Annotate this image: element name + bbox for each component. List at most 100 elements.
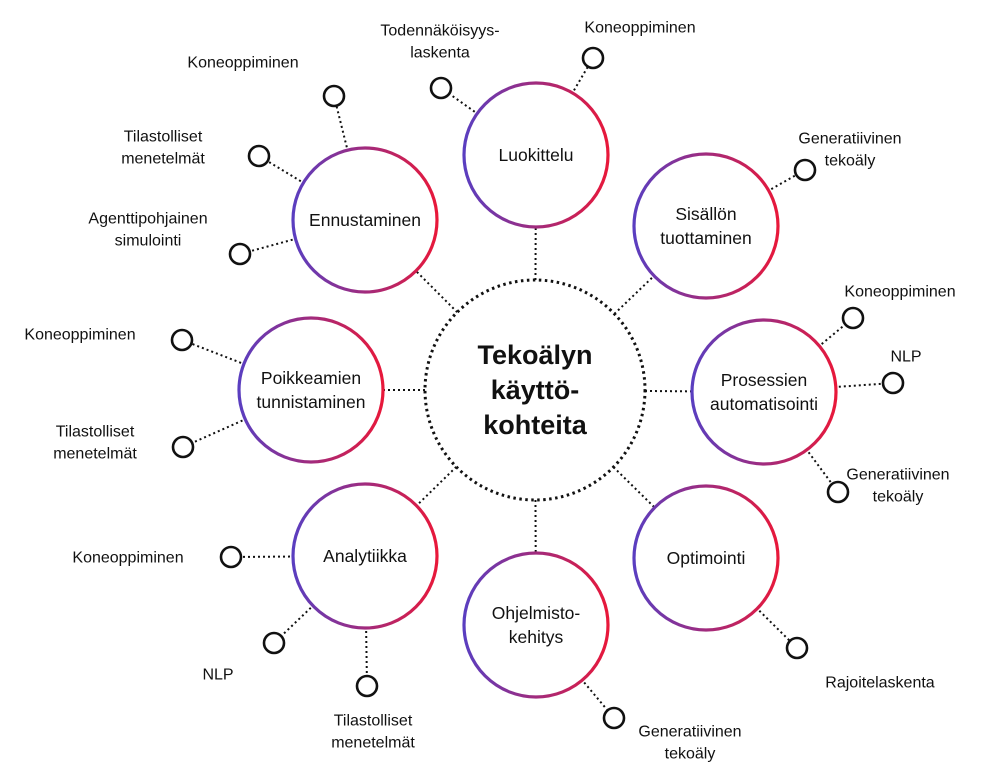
leaf-label-line: Agenttipohjainen	[88, 211, 207, 228]
leaf-label: Koneoppiminen	[844, 284, 955, 301]
leaf-label-line: tekoäly	[825, 153, 876, 170]
leaf-node-circle	[581, 46, 605, 70]
leaf-label-line: Generatiivinen	[798, 131, 901, 148]
leaf-label: Generatiivinen tekoäly	[846, 467, 949, 506]
leaf-label-line: NLP	[890, 349, 921, 366]
leaf-node-circle	[170, 328, 194, 352]
leaf-node-circle	[785, 636, 809, 660]
topic-circle	[291, 482, 439, 630]
topic-label: Analytiikka	[323, 546, 407, 566]
leaf-label-line: Tilastolliset	[56, 424, 135, 441]
topic-sisallon-tuottaminen: Sisällön tuottaminen	[632, 152, 780, 300]
topic-label: Ohjelmisto-kehitys	[492, 603, 581, 647]
topic-circle	[632, 152, 780, 300]
leaf-label-line: Koneoppiminen	[24, 327, 135, 344]
topic-label-line: Poikkeamien	[261, 368, 361, 388]
central-title-line: Tekoälyn	[477, 340, 592, 370]
topic-label: Optimointi	[667, 548, 746, 568]
topic-label-line: Optimointi	[667, 548, 746, 568]
topic-circle	[291, 146, 439, 294]
leaf-label-line: simulointi	[115, 233, 182, 250]
leaf-label-line: Koneoppiminen	[72, 550, 183, 567]
leaf-node-circle	[826, 480, 850, 504]
topic-label-line: Ennustaminen	[309, 210, 421, 230]
leaf-node-circle	[881, 371, 905, 395]
central-title: Tekoälyn käyttö-kohteita	[477, 340, 592, 440]
leaf-node-circle	[219, 545, 243, 569]
leaf-connector	[763, 317, 854, 393]
leaf-label-line: Generatiivinen	[638, 724, 741, 741]
leaf-label: Koneoppiminen	[72, 550, 183, 567]
topic-label-line: automatisointi	[710, 394, 818, 414]
topic-optimointi: Optimointi	[632, 484, 780, 632]
leaf-node-circle	[355, 674, 379, 698]
leaf-label-line: tekoäly	[873, 489, 924, 506]
leaf-label-line: laskenta	[410, 45, 470, 62]
leaf-label-line: tekoäly	[665, 746, 716, 763]
topic-label: Poikkeamien tunnistaminen	[257, 368, 366, 412]
leaf-label: NLP	[890, 349, 921, 366]
leaf-node-circle	[228, 242, 252, 266]
leaf-label: Tilastolliset menetelmät	[121, 129, 205, 168]
leaf-label-line: menetelmät	[121, 151, 205, 168]
leaf-label-line: menetelmät	[331, 735, 415, 752]
leaf-node-circle	[793, 158, 817, 182]
topic-label: Sisällön tuottaminen	[660, 204, 751, 248]
leaf-label: Rajoitelaskenta	[825, 675, 935, 692]
leaf-label-line: Tilastolliset	[124, 129, 203, 146]
leaf-label: Agenttipohjainen simulointi	[88, 211, 207, 250]
leaf-label-line: NLP	[202, 667, 233, 684]
leaf-connector	[440, 87, 537, 156]
topic-ohjelmistokehitys: Ohjelmisto-kehitys	[462, 551, 610, 699]
leaf-label-line: Generatiivinen	[846, 467, 949, 484]
leaf-label-line: Todennäköisyys-	[380, 23, 499, 40]
leaf-label-line: Koneoppiminen	[844, 284, 955, 301]
topic-label-line: tunnistaminen	[257, 392, 366, 412]
leaf-label: NLP	[202, 667, 233, 684]
leaf-connector	[230, 555, 366, 558]
topic-circle	[690, 318, 838, 466]
topic-luokittelu: Luokittelu	[462, 81, 610, 229]
leaf-label: Koneoppiminen	[584, 20, 695, 37]
leaf-node-circle	[171, 435, 195, 459]
leaf-label: Tilastolliset menetelmät	[53, 424, 137, 463]
leaf-label-line: Koneoppiminen	[584, 20, 695, 37]
topic-label-line: Ohjelmisto-	[492, 603, 581, 623]
topic-circle	[632, 484, 780, 632]
topic-label-line: tuottaminen	[660, 228, 751, 248]
topic-label-line: Sisällön	[675, 204, 736, 224]
leaf-label-line: Koneoppiminen	[187, 55, 298, 72]
leaf-connector	[181, 339, 312, 391]
leaf-label: Tilastolliset menetelmät	[331, 713, 415, 752]
topic-analytiikka: Analytiikka	[291, 482, 439, 630]
leaf-node-circle	[429, 76, 453, 100]
topic-label: Luokittelu	[499, 145, 574, 165]
topic-poikkeamien-tunnistaminen: Poikkeamien tunnistaminen	[237, 316, 385, 464]
central-title-line: käyttö-	[491, 375, 580, 405]
leaf-node-circle	[841, 306, 865, 330]
central-title-line: kohteita	[483, 410, 588, 440]
leaf-label: Todennäköisyys-laskenta	[380, 23, 499, 62]
topic-label-line: Luokittelu	[499, 145, 574, 165]
leaf-node-circle	[602, 706, 626, 730]
topic-label-line: kehitys	[509, 627, 564, 647]
central-node: Tekoälyn käyttö-kohteita	[423, 278, 647, 502]
leaf-label: Generatiivinen tekoäly	[798, 131, 901, 170]
leaf-label-line: Rajoitelaskenta	[825, 675, 935, 692]
central-circle	[423, 278, 647, 502]
leaf-node-circle	[247, 144, 271, 168]
leaf-label: Koneoppiminen	[187, 55, 298, 72]
topic-circle	[462, 81, 610, 229]
topic-label-line: Analytiikka	[323, 546, 407, 566]
leaf-label-line: menetelmät	[53, 446, 137, 463]
topic-circle	[462, 551, 610, 699]
leaf-node-circle	[262, 631, 286, 655]
leaf-node-circle	[322, 84, 346, 108]
leaf-label-line: Tilastolliset	[334, 713, 413, 730]
leaf-label: Generatiivinen tekoäly	[638, 724, 741, 763]
topic-label: Ennustaminen	[309, 210, 421, 230]
